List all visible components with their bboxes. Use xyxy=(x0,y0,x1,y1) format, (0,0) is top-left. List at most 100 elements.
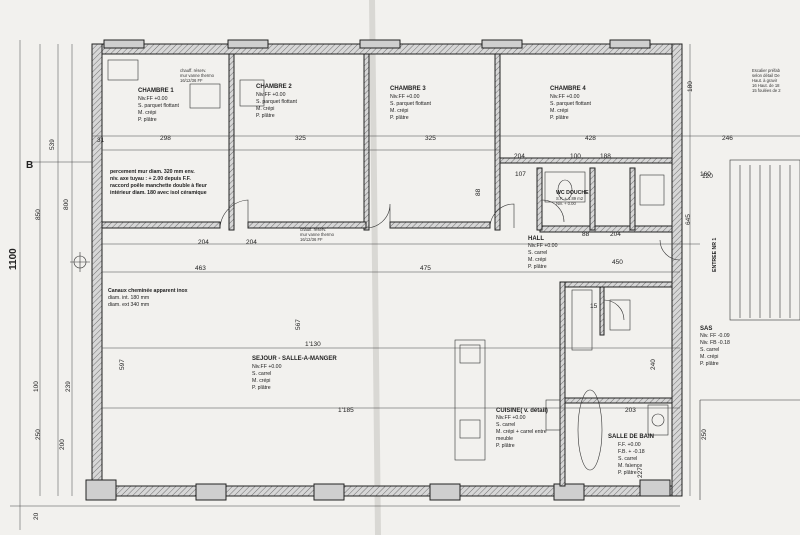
room-cuisine: CUISINE( v. détail) Niv.FF +0.00 S. carr… xyxy=(496,408,548,449)
fixtures xyxy=(70,59,669,471)
svg-text:mur vanne thermo: mur vanne thermo xyxy=(300,232,335,237)
svg-text:diam. ext 340 mm: diam. ext 340 mm xyxy=(108,302,149,308)
svg-text:Niv.FF +0.00: Niv.FF +0.00 xyxy=(138,96,168,102)
svg-text:M. crépi + carrel entre: M. crépi + carrel entre xyxy=(496,429,547,435)
svg-text:240: 240 xyxy=(650,359,657,370)
left-dimensions: 539 850 800 250 200 100 239 20 xyxy=(33,139,72,520)
svg-text:S. parquet flottant: S. parquet flottant xyxy=(550,101,592,107)
interior-walls xyxy=(101,53,673,487)
svg-text:SEJOUR - SALLE-A-MANGER: SEJOUR - SALLE-A-MANGER xyxy=(252,356,337,362)
door-swings xyxy=(219,199,681,321)
exterior-walls xyxy=(85,39,683,501)
svg-text:S. carrel: S. carrel xyxy=(618,456,637,462)
svg-text:P. plâtre: P. plâtre xyxy=(256,113,275,119)
svg-text:CHAMBRE 3: CHAMBRE 3 xyxy=(390,86,426,92)
svg-text:S. parquet flottant: S. parquet flottant xyxy=(390,101,432,107)
svg-text:1'185: 1'185 xyxy=(338,407,354,414)
svg-text:204: 204 xyxy=(610,231,621,238)
svg-text:325: 325 xyxy=(295,135,306,142)
svg-text:325: 325 xyxy=(425,135,436,142)
svg-text:M. faïence: M. faïence xyxy=(618,463,642,469)
svg-text:107: 107 xyxy=(515,171,526,178)
svg-text:HALL: HALL xyxy=(528,236,544,242)
svg-text:597: 597 xyxy=(119,359,126,370)
svg-text:239: 239 xyxy=(65,381,72,392)
svg-text:100: 100 xyxy=(570,153,581,160)
svg-text:niv. axe tuyau : + 2.00 depuis: niv. axe tuyau : + 2.00 depuis F.F. xyxy=(110,176,191,182)
svg-text:S. parquet flottant: S. parquet flottant xyxy=(256,99,298,105)
svg-text:M. crépi: M. crépi xyxy=(390,108,408,114)
svg-text:539: 539 xyxy=(49,139,56,150)
svg-text:1'130: 1'130 xyxy=(305,341,321,348)
room-sejour: SEJOUR - SALLE-A-MANGER Niv.FF +0.00 S. … xyxy=(252,356,337,391)
svg-text:Canaux cheminée apparent inox: Canaux cheminée apparent inox xyxy=(108,288,188,294)
svg-text:200: 200 xyxy=(59,439,66,450)
svg-text:16/12/36 FF: 16/12/36 FF xyxy=(180,78,203,83)
svg-text:15: 15 xyxy=(590,303,598,310)
svg-text:CHAMBRE 4: CHAMBRE 4 xyxy=(550,86,586,92)
svg-text:16 Haut. de 18: 16 Haut. de 18 xyxy=(752,83,780,88)
svg-text:15 foulées de 2: 15 foulées de 2 xyxy=(752,88,781,93)
room-hall: HALL Niv.FF +0.00 S. carrel M. crépi P. … xyxy=(528,236,558,270)
svg-text:P. plâtre: P. plâtre xyxy=(390,115,409,121)
room-chambre-4: CHAMBRE 4 Niv.FF +0.00 S. parquet flotta… xyxy=(550,86,592,121)
svg-text:250: 250 xyxy=(701,429,708,440)
svg-text:S.F. + 1.89 m2: S.F. + 1.89 m2 xyxy=(556,196,584,201)
note-conduit: percement mur diam. 320 mm env. niv. axe… xyxy=(110,169,207,196)
svg-text:M. crépi: M. crépi xyxy=(700,354,718,360)
dimension-lines xyxy=(10,40,800,530)
svg-text:Haut. à gravir: Haut. à gravir xyxy=(752,78,778,83)
top-dimensions: 298 325 325 428 246 xyxy=(160,135,733,142)
svg-text:SAS: SAS xyxy=(700,326,712,332)
svg-text:227: 227 xyxy=(637,467,644,478)
svg-text:Escalier préfab: Escalier préfab xyxy=(752,68,781,73)
svg-text:SALLE DE BAIN: SALLE DE BAIN xyxy=(608,434,654,440)
svg-text:463: 463 xyxy=(195,265,206,272)
room-entree: ENTREE NR 1 xyxy=(712,238,718,272)
svg-text:88: 88 xyxy=(475,188,482,196)
svg-text:160: 160 xyxy=(700,171,711,178)
svg-text:WC DOUCHE: WC DOUCHE xyxy=(556,190,589,196)
mid-dimensions: 463 475 450 1'130 1'185 xyxy=(195,259,623,414)
svg-text:P. plâtre: P. plâtre xyxy=(528,264,547,270)
svg-text:204: 204 xyxy=(514,153,525,160)
svg-text:Niv.FF +0.00: Niv.FF +0.00 xyxy=(496,415,526,421)
svg-text:F.F. +0.00: F.F. +0.00 xyxy=(618,442,641,448)
svg-text:S. carrel: S. carrel xyxy=(496,422,515,428)
svg-text:chauff. réserv.: chauff. réserv. xyxy=(300,227,326,232)
svg-text:16/12/36 FF: 16/12/36 FF xyxy=(300,237,323,242)
svg-text:mur vanne thermo: mur vanne thermo xyxy=(180,73,215,78)
svg-text:S. carrel: S. carrel xyxy=(528,250,547,256)
axis-b-label: B xyxy=(26,160,33,171)
svg-text:intérieur diam. 180 avec isol: intérieur diam. 180 avec isol céramique xyxy=(110,190,207,196)
stairs xyxy=(699,159,800,500)
svg-text:Niv.FF +0.00: Niv.FF +0.00 xyxy=(550,94,580,100)
sub-dimensions: 204 204 88 204 88 204 100 188 107 15 31 … xyxy=(97,81,713,478)
svg-text:CHAMBRE 2: CHAMBRE 2 xyxy=(256,84,292,90)
svg-text:246: 246 xyxy=(722,135,733,142)
svg-text:M. crépi: M. crépi xyxy=(550,108,568,114)
svg-text:chauff. réserv.: chauff. réserv. xyxy=(180,68,206,73)
total-height-dim: 1100 xyxy=(8,248,19,270)
svg-text:31: 31 xyxy=(97,137,105,144)
svg-text:M. crépi: M. crépi xyxy=(256,106,274,112)
svg-text:P. plâtre: P. plâtre xyxy=(550,115,569,121)
note-chauff-reserv: chauff. réserv. mur vanne thermo 16/12/3… xyxy=(180,68,215,83)
svg-text:meuble: meuble xyxy=(496,436,513,442)
svg-text:204: 204 xyxy=(198,239,209,246)
svg-text:M. crépi: M. crépi xyxy=(252,378,270,384)
svg-text:180: 180 xyxy=(687,81,694,92)
svg-text:20: 20 xyxy=(33,512,40,520)
svg-text:Niv.FF +0.00: Niv.FF +0.00 xyxy=(390,94,420,100)
svg-text:F.B. + -0.18: F.B. + -0.18 xyxy=(618,449,645,455)
svg-text:450: 450 xyxy=(612,259,623,266)
svg-text:P. plâtre: P. plâtre xyxy=(138,117,157,123)
svg-text:diam. int. 180 mm: diam. int. 180 mm xyxy=(108,295,149,301)
svg-text:percement mur diam. 320 mm env: percement mur diam. 320 mm env. xyxy=(110,169,195,175)
room-chambre-3: CHAMBRE 3 Niv.FF +0.00 S. parquet flotta… xyxy=(390,86,432,121)
svg-text:298: 298 xyxy=(160,135,171,142)
svg-text:P. plâtre: P. plâtre xyxy=(618,470,637,476)
svg-text:CUISINE( v. détail): CUISINE( v. détail) xyxy=(496,408,548,414)
svg-text:475: 475 xyxy=(420,265,431,272)
